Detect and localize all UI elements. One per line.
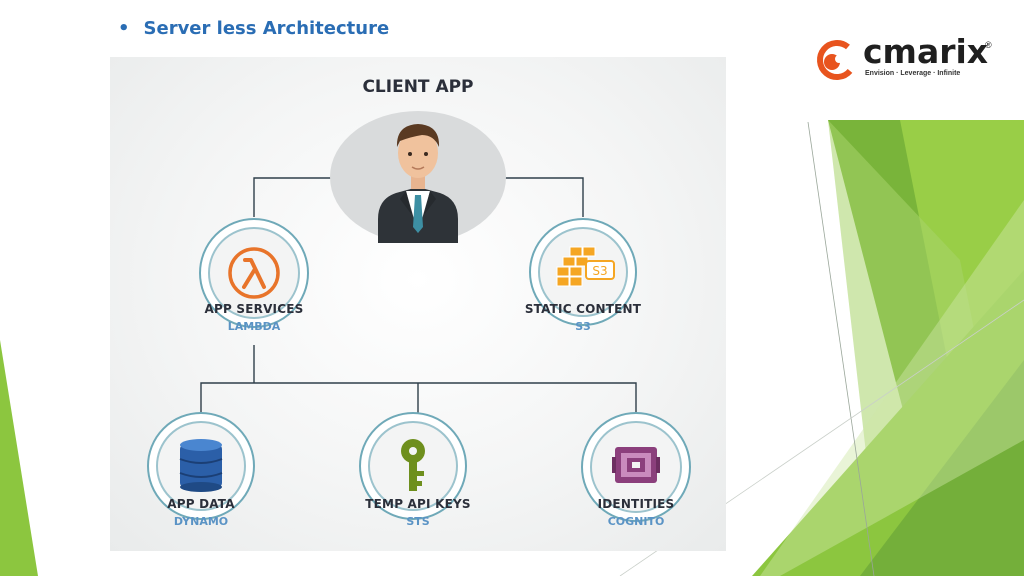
right-green-facet	[828, 120, 1024, 576]
app-services-title: APP SERVICES	[204, 302, 304, 316]
app-services-label: APP SERVICES LAMBDA	[184, 302, 324, 333]
identities-label: IDENTITIES COGNITO	[566, 497, 706, 528]
businessman-icon	[330, 111, 506, 243]
bottom-right-green-glint	[760, 200, 1024, 576]
lambda-node	[199, 218, 309, 328]
s3-icon-label: S3	[592, 264, 607, 278]
left-green-triangle	[0, 340, 38, 576]
right-green-panel-dark	[828, 120, 1024, 576]
cognito-icon	[612, 447, 660, 483]
sts-node	[359, 412, 467, 520]
cmarix-logo: cmarix ® Envision · Leverage · Infinite	[815, 32, 1000, 82]
static-content-label: STATIC CONTENT S3	[503, 302, 663, 333]
connector-lines	[200, 177, 637, 415]
key-icon	[401, 439, 425, 491]
app-data-subtitle: DYNAMO	[173, 515, 229, 528]
connector-client-to-services	[253, 177, 332, 217]
identities-title: IDENTITIES	[597, 497, 675, 511]
bullet-glyph: •	[118, 18, 130, 39]
connector-client-to-static	[504, 177, 584, 217]
logo-tagline: Envision · Leverage · Infinite	[865, 70, 961, 77]
client-app-title: CLIENT APP	[362, 77, 474, 97]
right-green-panel-light	[900, 120, 1024, 576]
cognito-node	[581, 412, 691, 522]
slide-title: • Server less Architecture	[118, 18, 389, 39]
temp-api-keys-title: TEMP API KEYS	[365, 497, 471, 511]
s3-node: S3	[529, 218, 637, 326]
temp-api-keys-subtitle: STS	[406, 515, 430, 528]
dynamo-node	[147, 412, 255, 520]
bottom-right-green-triangle	[752, 270, 1024, 576]
identities-subtitle: COGNITO	[607, 515, 665, 528]
temp-api-keys-label: TEMP API KEYS STS	[338, 497, 498, 528]
cmarix-logo-mark-icon	[817, 40, 857, 80]
decorative-line-1	[807, 121, 875, 576]
s3-bucket-icon	[556, 246, 596, 287]
app-services-subtitle: LAMBDA	[227, 320, 281, 333]
static-content-title: STATIC CONTENT	[524, 302, 642, 316]
bottom-right-green-shade	[860, 360, 1024, 576]
architecture-diagram: CLIENT APP	[110, 57, 726, 551]
logo-registered-mark: ®	[985, 40, 992, 50]
dynamodb-icon	[179, 439, 223, 492]
logo-wordmark: cmarix	[863, 32, 989, 71]
static-content-subtitle: S3	[575, 320, 591, 333]
slide-title-text: Server less Architecture	[143, 18, 390, 39]
app-data-label: APP DATA DYNAMO	[131, 497, 271, 528]
lambda-icon	[228, 247, 280, 299]
app-data-title: APP DATA	[167, 497, 235, 511]
